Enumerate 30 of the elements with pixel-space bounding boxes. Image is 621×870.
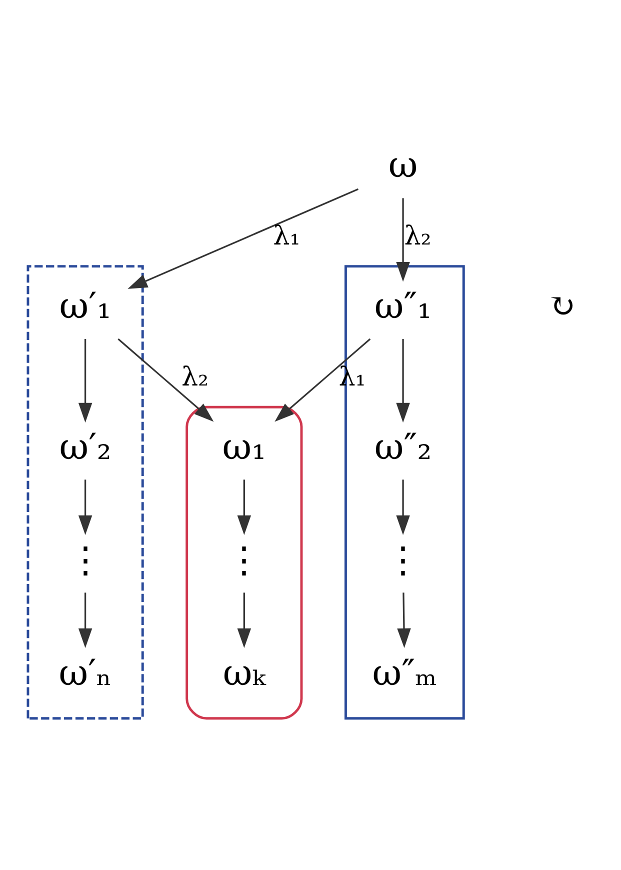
edge-label: λ₂ [181, 362, 209, 393]
arrow [274, 338, 371, 422]
node-text: ⋮ [226, 540, 262, 581]
arrow [237, 480, 252, 536]
arrow [396, 339, 410, 423]
arrow [128, 188, 359, 289]
label: ↻ [548, 287, 576, 326]
node-text: ω₁ [222, 426, 266, 468]
cluster [186, 406, 303, 720]
node-text: ω″₁ [374, 286, 432, 328]
node-text: ω′₁ [59, 286, 112, 328]
arrow [78, 592, 92, 648]
node-text: ⋮ [385, 540, 422, 581]
node-text: ωₖ [222, 652, 266, 694]
node-text: ω″₂ [374, 426, 432, 468]
arrow [118, 338, 214, 422]
node-text: ω [388, 145, 418, 186]
node-text: ⋮ [67, 540, 104, 581]
arrow [237, 592, 252, 648]
cluster [26, 265, 144, 720]
arrow [397, 592, 411, 648]
node-text: ω″ₘ [372, 652, 438, 694]
node-text: ω′ₙ [58, 652, 112, 694]
arrow [78, 480, 92, 536]
edge-label: λ₂ [404, 222, 432, 252]
node-text: ω′₂ [59, 426, 112, 468]
edge-label: λ₁ [273, 222, 300, 252]
arrow [396, 480, 410, 536]
arrow [78, 339, 92, 423]
arrow [396, 198, 410, 282]
